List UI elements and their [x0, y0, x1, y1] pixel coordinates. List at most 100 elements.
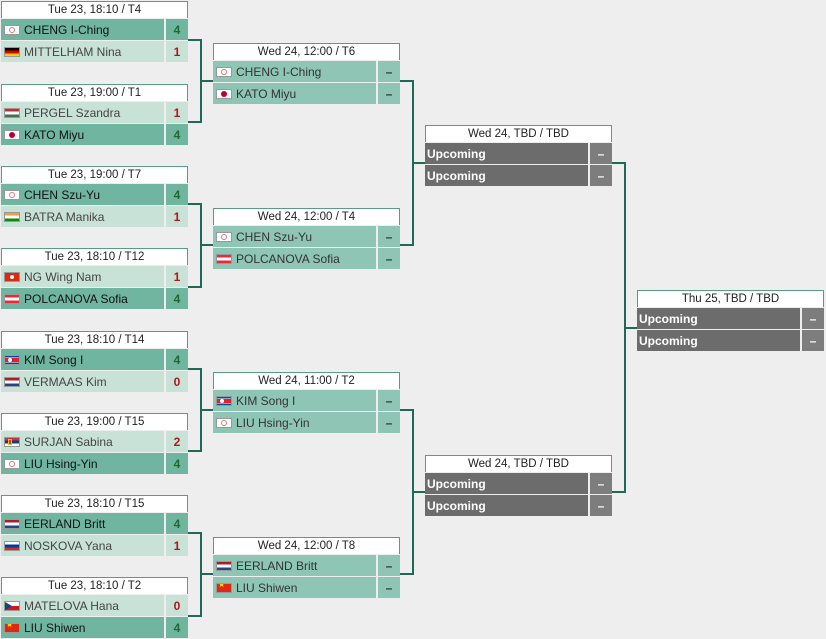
bracket-connector	[188, 615, 201, 617]
match-header: Thu 25, TBD / TBD	[637, 290, 824, 307]
player-row[interactable]: PERGEL Szandra 1	[1, 102, 188, 123]
player-name: VERMAAS Kim	[24, 374, 107, 389]
player-name: LIU Hsing-Yin	[236, 415, 310, 430]
player-name: CHEN Szu-Yu	[24, 187, 101, 202]
player-name: EERLAND Britt	[24, 516, 106, 531]
match-r2-2[interactable]: Wed 24, 12:00 / T4 CHEN Szu-Yu – POLCANOV…	[213, 208, 400, 269]
player-name: PERGEL Szandra	[24, 105, 121, 120]
tpe-flag-icon	[4, 189, 20, 200]
score: 4	[166, 349, 188, 370]
match-header: Wed 24, 12:00 / T6	[213, 43, 400, 60]
player-name: LIU Shiwen	[236, 580, 298, 595]
bracket-connector	[188, 450, 201, 452]
bracket-connector	[612, 491, 625, 493]
score: –	[378, 412, 400, 433]
bracket-connector	[400, 80, 413, 82]
player-row[interactable]: LIU Hsing-Yin –	[213, 412, 400, 433]
score: –	[378, 83, 400, 104]
match-header: Wed 24, 11:00 / T2	[213, 372, 400, 389]
bracket-connector	[200, 573, 213, 575]
player-name: CHEN Szu-Yu	[236, 229, 313, 244]
netherlands-flag-icon	[4, 376, 20, 387]
score: –	[590, 495, 612, 516]
player-row[interactable]: MITTELHAM Nina 1	[1, 41, 188, 62]
player-row[interactable]: Upcoming–	[425, 143, 612, 164]
player-row[interactable]: LIU Shiwen–	[213, 577, 400, 598]
player-row[interactable]: POLCANOVA Sofia–	[213, 248, 400, 269]
tpe-flag-icon	[216, 231, 232, 242]
match-header: Wed 24, TBD / TBD	[425, 455, 612, 472]
match-header: Wed 24, 12:00 / T8	[213, 537, 400, 554]
player-row[interactable]: Upcoming–	[425, 473, 612, 494]
china-flag-icon	[4, 622, 20, 633]
serbia-flag-icon	[4, 436, 20, 447]
player-row[interactable]: Upcoming–	[425, 495, 612, 516]
score: 1	[166, 41, 188, 62]
tpe-flag-icon	[4, 458, 20, 469]
score: –	[378, 226, 400, 247]
score: –	[802, 330, 824, 351]
match-header: Wed 24, 12:00 / T4	[213, 208, 400, 225]
match-r2-4[interactable]: Wed 24, 12:00 / T8 EERLAND Britt– LIU Sh…	[213, 537, 400, 598]
player-row[interactable]: Upcoming–	[637, 308, 824, 329]
player-name: POLCANOVA Sofia	[24, 291, 128, 306]
tpe-flag-icon	[4, 24, 20, 35]
match-r2-3[interactable]: Wed 24, 11:00 / T2 KIM Song I – LIU Hsing…	[213, 372, 400, 433]
player-name: KIM Song I	[236, 393, 296, 408]
match-r4-1[interactable]: Thu 25, TBD / TBD Upcoming– Upcoming–	[637, 290, 824, 351]
score: 1	[166, 535, 188, 556]
player-row[interactable]: KIM Song I –	[213, 390, 400, 411]
czech-flag-icon	[4, 600, 20, 611]
match-header: Tue 23, 18:10 / T15	[1, 495, 188, 512]
score: –	[378, 390, 400, 411]
player-name: Upcoming	[637, 330, 800, 351]
india-flag-icon	[4, 211, 20, 222]
bracket-connector	[412, 491, 425, 493]
player-row[interactable]: EERLAND Britt–	[213, 555, 400, 576]
germany-flag-icon	[4, 46, 20, 57]
player-name: LIU Hsing-Yin	[24, 456, 98, 471]
score: –	[378, 555, 400, 576]
player-row[interactable]: KATO Miyu –	[213, 83, 400, 104]
player-row[interactable]: CHENG I-Ching–	[213, 61, 400, 82]
netherlands-flag-icon	[216, 560, 232, 571]
score: –	[590, 143, 612, 164]
score: –	[590, 473, 612, 494]
player-name: KATO Miyu	[236, 86, 297, 101]
player-row[interactable]: Upcoming–	[637, 330, 824, 351]
player-row[interactable]: Upcoming–	[425, 165, 612, 186]
score: 1	[166, 206, 188, 227]
player-name: NG Wing Nam	[24, 269, 102, 284]
match-r3-2[interactable]: Wed 24, TBD / TBD Upcoming– Upcoming–	[425, 455, 612, 516]
score: 1	[166, 102, 188, 123]
bracket-connector	[624, 327, 637, 329]
score: 1	[166, 266, 188, 287]
match-r2-1[interactable]: Wed 24, 12:00 / T6 CHENG I-Ching– KATO M…	[213, 43, 400, 104]
player-name: CHENG I-Ching	[236, 64, 322, 79]
match-r3-1[interactable]: Wed 24, TBD / TBD Upcoming– Upcoming–	[425, 125, 612, 186]
player-name: MITTELHAM Nina	[24, 44, 122, 59]
player-row[interactable]: NG Wing Nam 1	[1, 266, 188, 287]
player-row[interactable]: CHEN Szu-Yu –	[213, 226, 400, 247]
